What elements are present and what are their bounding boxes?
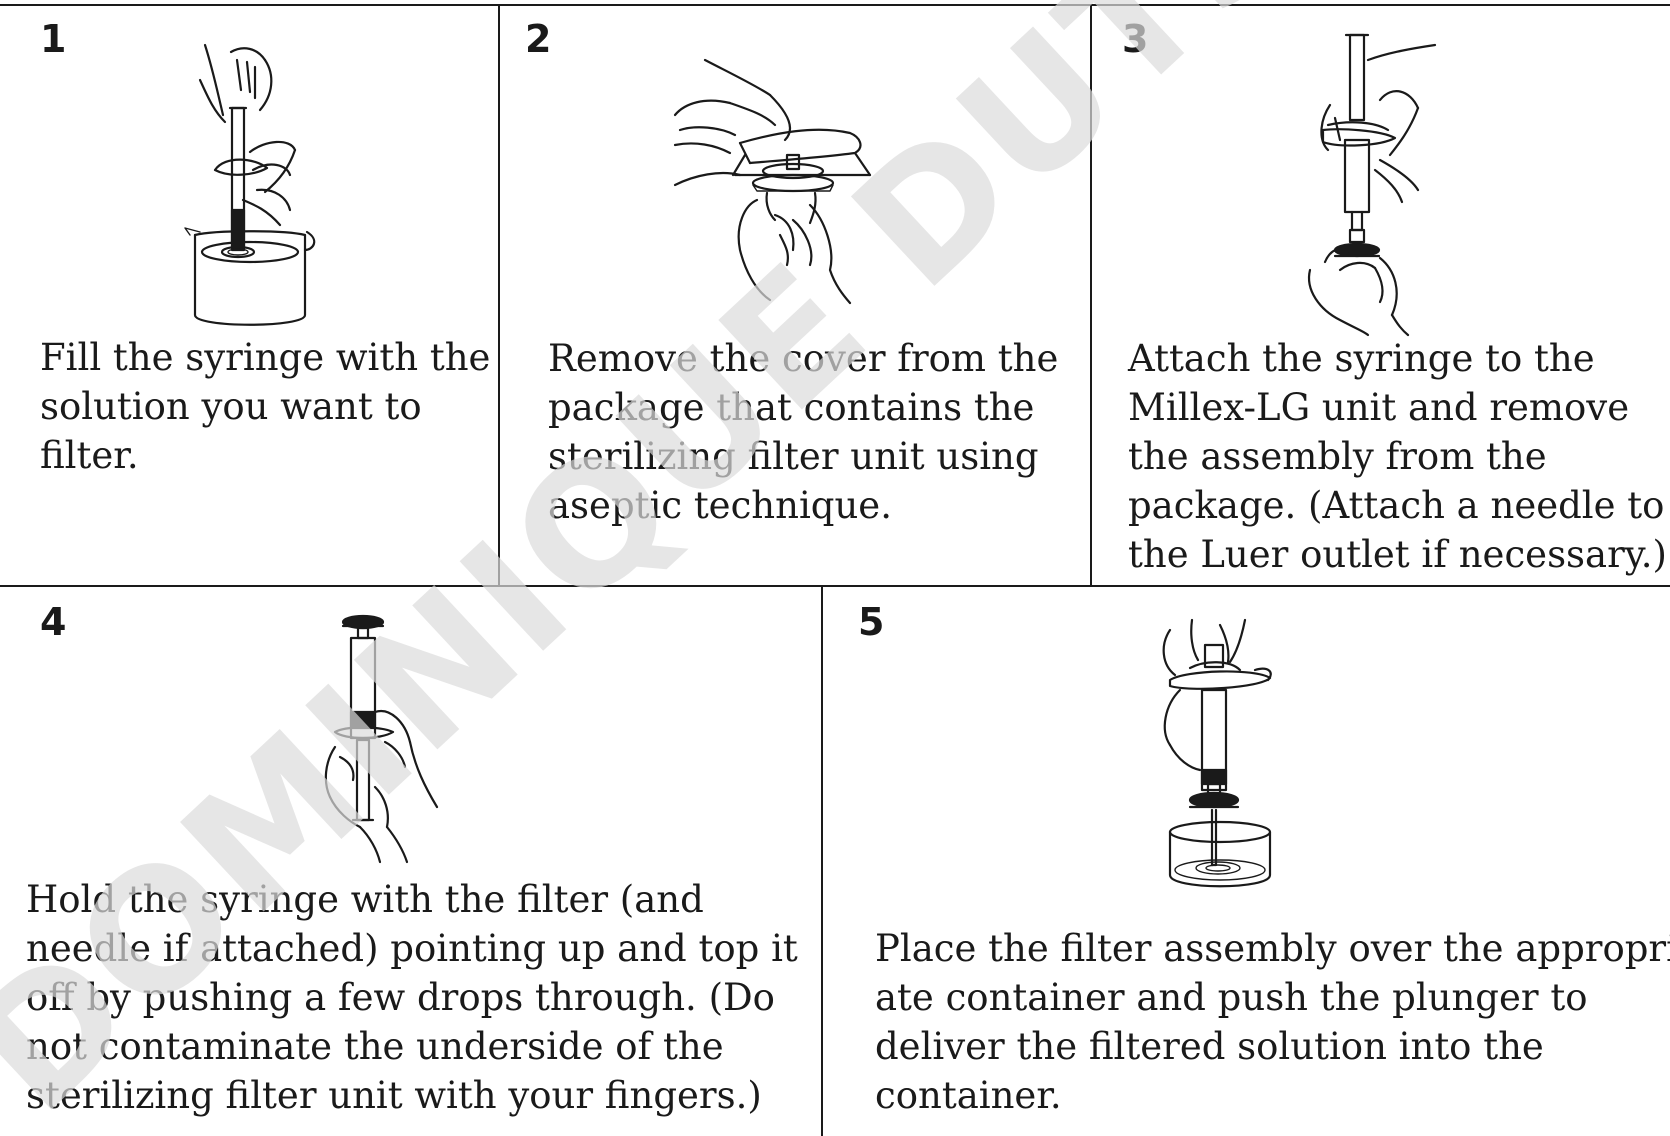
caption-line: the assembly from the bbox=[1128, 432, 1667, 481]
step-caption: Place the filter assembly over the appro… bbox=[875, 924, 1670, 1120]
caption-line: Fill the syringe with the bbox=[40, 333, 490, 382]
holding-syringe-illustration bbox=[325, 612, 455, 862]
caption-line: sterilizing filter unit using bbox=[548, 432, 1058, 481]
step-number: 1 bbox=[40, 20, 66, 58]
step-caption: Attach the syringe to the Millex-LG unit… bbox=[1128, 334, 1667, 579]
caption-line: Place the filter assembly over the appro… bbox=[875, 924, 1670, 973]
column-divider-1-2 bbox=[498, 4, 500, 586]
row-divider bbox=[0, 585, 1670, 587]
caption-line: not contaminate the underside of the bbox=[26, 1022, 798, 1071]
step-number: 3 bbox=[1122, 20, 1148, 58]
caption-line: aseptic technique. bbox=[548, 481, 1058, 530]
delivering-solution-illustration bbox=[1150, 620, 1290, 890]
step-caption: Remove the cover from the package that c… bbox=[548, 334, 1058, 530]
caption-line: Millex-LG unit and remove bbox=[1128, 383, 1667, 432]
filling-syringe-illustration bbox=[195, 40, 315, 325]
caption-line: package. (Attach a needle to bbox=[1128, 481, 1667, 530]
column-divider-4-5 bbox=[821, 585, 823, 1136]
step-number: 2 bbox=[525, 20, 551, 58]
caption-line: ate container and push the plunger to bbox=[875, 973, 1670, 1022]
top-border bbox=[0, 4, 1670, 6]
caption-line: package that contains the bbox=[548, 383, 1058, 432]
attaching-syringe-illustration bbox=[1320, 30, 1445, 335]
caption-line: sterilizing filter unit with your finger… bbox=[26, 1071, 798, 1120]
peeling-cover-illustration bbox=[675, 55, 880, 305]
caption-line: filter. bbox=[40, 431, 490, 480]
step-number: 4 bbox=[40, 603, 66, 641]
step-number: 5 bbox=[858, 603, 884, 641]
caption-line: Attach the syringe to the bbox=[1128, 334, 1667, 383]
caption-line: needle if attached) pointing up and top … bbox=[26, 924, 798, 973]
caption-line: Remove the cover from the bbox=[548, 334, 1058, 383]
column-divider-2-3 bbox=[1090, 4, 1092, 586]
caption-line: solution you want to bbox=[40, 382, 490, 431]
caption-line: the Luer outlet if necessary.) bbox=[1128, 530, 1667, 579]
step-caption: Hold the syringe with the filter (and ne… bbox=[26, 875, 798, 1120]
caption-line: deliver the filtered solution into the bbox=[875, 1022, 1670, 1071]
caption-line: off by pushing a few drops through. (Do bbox=[26, 973, 798, 1022]
caption-line: Hold the syringe with the filter (and bbox=[26, 875, 798, 924]
step-caption: Fill the syringe with the solution you w… bbox=[40, 333, 490, 480]
caption-line: container. bbox=[875, 1071, 1670, 1120]
